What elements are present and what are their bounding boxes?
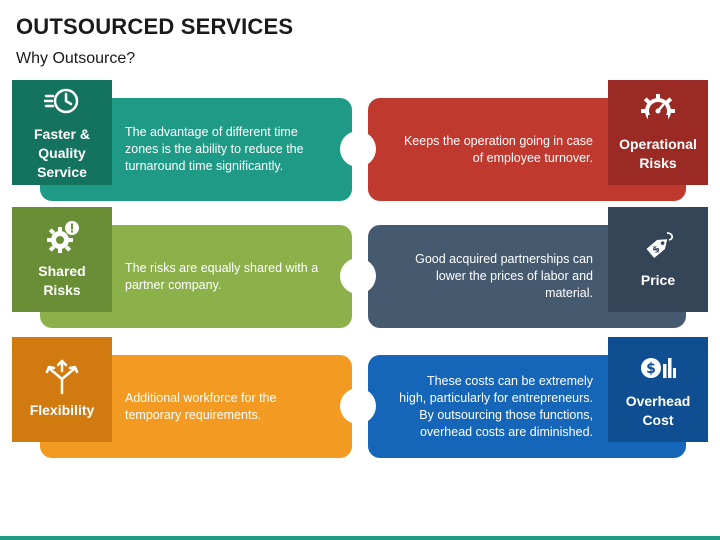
card-notch: [340, 258, 376, 294]
card-label: Operational Risks: [619, 135, 697, 171]
page-subtitle: Why Outsource?: [16, 50, 136, 67]
speed-clock-icon: [44, 88, 79, 114]
card-operational-risks: Operational Risks Keeps the operation go…: [340, 80, 708, 201]
card-description: Keeps the operation going in case of emp…: [403, 133, 593, 165]
card-tab: Flexibility: [12, 337, 112, 442]
page-title: OUTSOURCED SERVICES: [16, 14, 294, 39]
gauge-gear-icon: [641, 93, 675, 125]
card-tab: Operational Risks: [608, 80, 708, 185]
card-notch: [340, 388, 376, 424]
svg-text:$: $: [651, 244, 662, 256]
card-description: These costs can be extremely high, parti…: [399, 373, 593, 439]
card-description: The risks are equally shared with a part…: [125, 260, 319, 292]
card-notch: [340, 131, 376, 167]
card-label: Flexibility: [29, 402, 95, 418]
card-tab: Shared Risks: [12, 207, 112, 312]
card-description: Additional workforce for the temporary r…: [125, 390, 277, 422]
card-description: Good acquired partnerships can lower the…: [415, 252, 593, 300]
card-description: The advantage of different time zones is…: [125, 125, 304, 173]
card-tab: $ Price: [608, 207, 708, 312]
card-overhead-cost: $ Overhead Cost These costs can be extre…: [340, 337, 708, 458]
footer-bar: [0, 536, 720, 540]
dollar-chart-icon: $: [641, 357, 676, 378]
card-label: Price: [640, 272, 676, 288]
card-tab: $ Overhead Cost: [608, 337, 708, 442]
svg-text:$: $: [646, 361, 656, 377]
card-label: Overhead Cost: [625, 392, 691, 428]
card-faster-quality-service: Faster & Quality Service The advantage o…: [0, 80, 380, 201]
card-price: $ Price Good acquired partnerships can l…: [340, 207, 708, 328]
split-arrows-icon: [45, 359, 79, 395]
card-flexibility: Flexibility Additional workforce for the…: [0, 337, 380, 458]
card-tab: Faster & Quality Service: [12, 80, 112, 185]
card-shared-risks: Shared Risks The risks are equally share…: [0, 207, 380, 328]
card-label: Faster & Quality Service: [33, 126, 91, 180]
price-tag-icon: $: [646, 232, 674, 259]
card-label: Shared Risks: [38, 262, 86, 298]
gear-warning-icon: [47, 220, 79, 253]
